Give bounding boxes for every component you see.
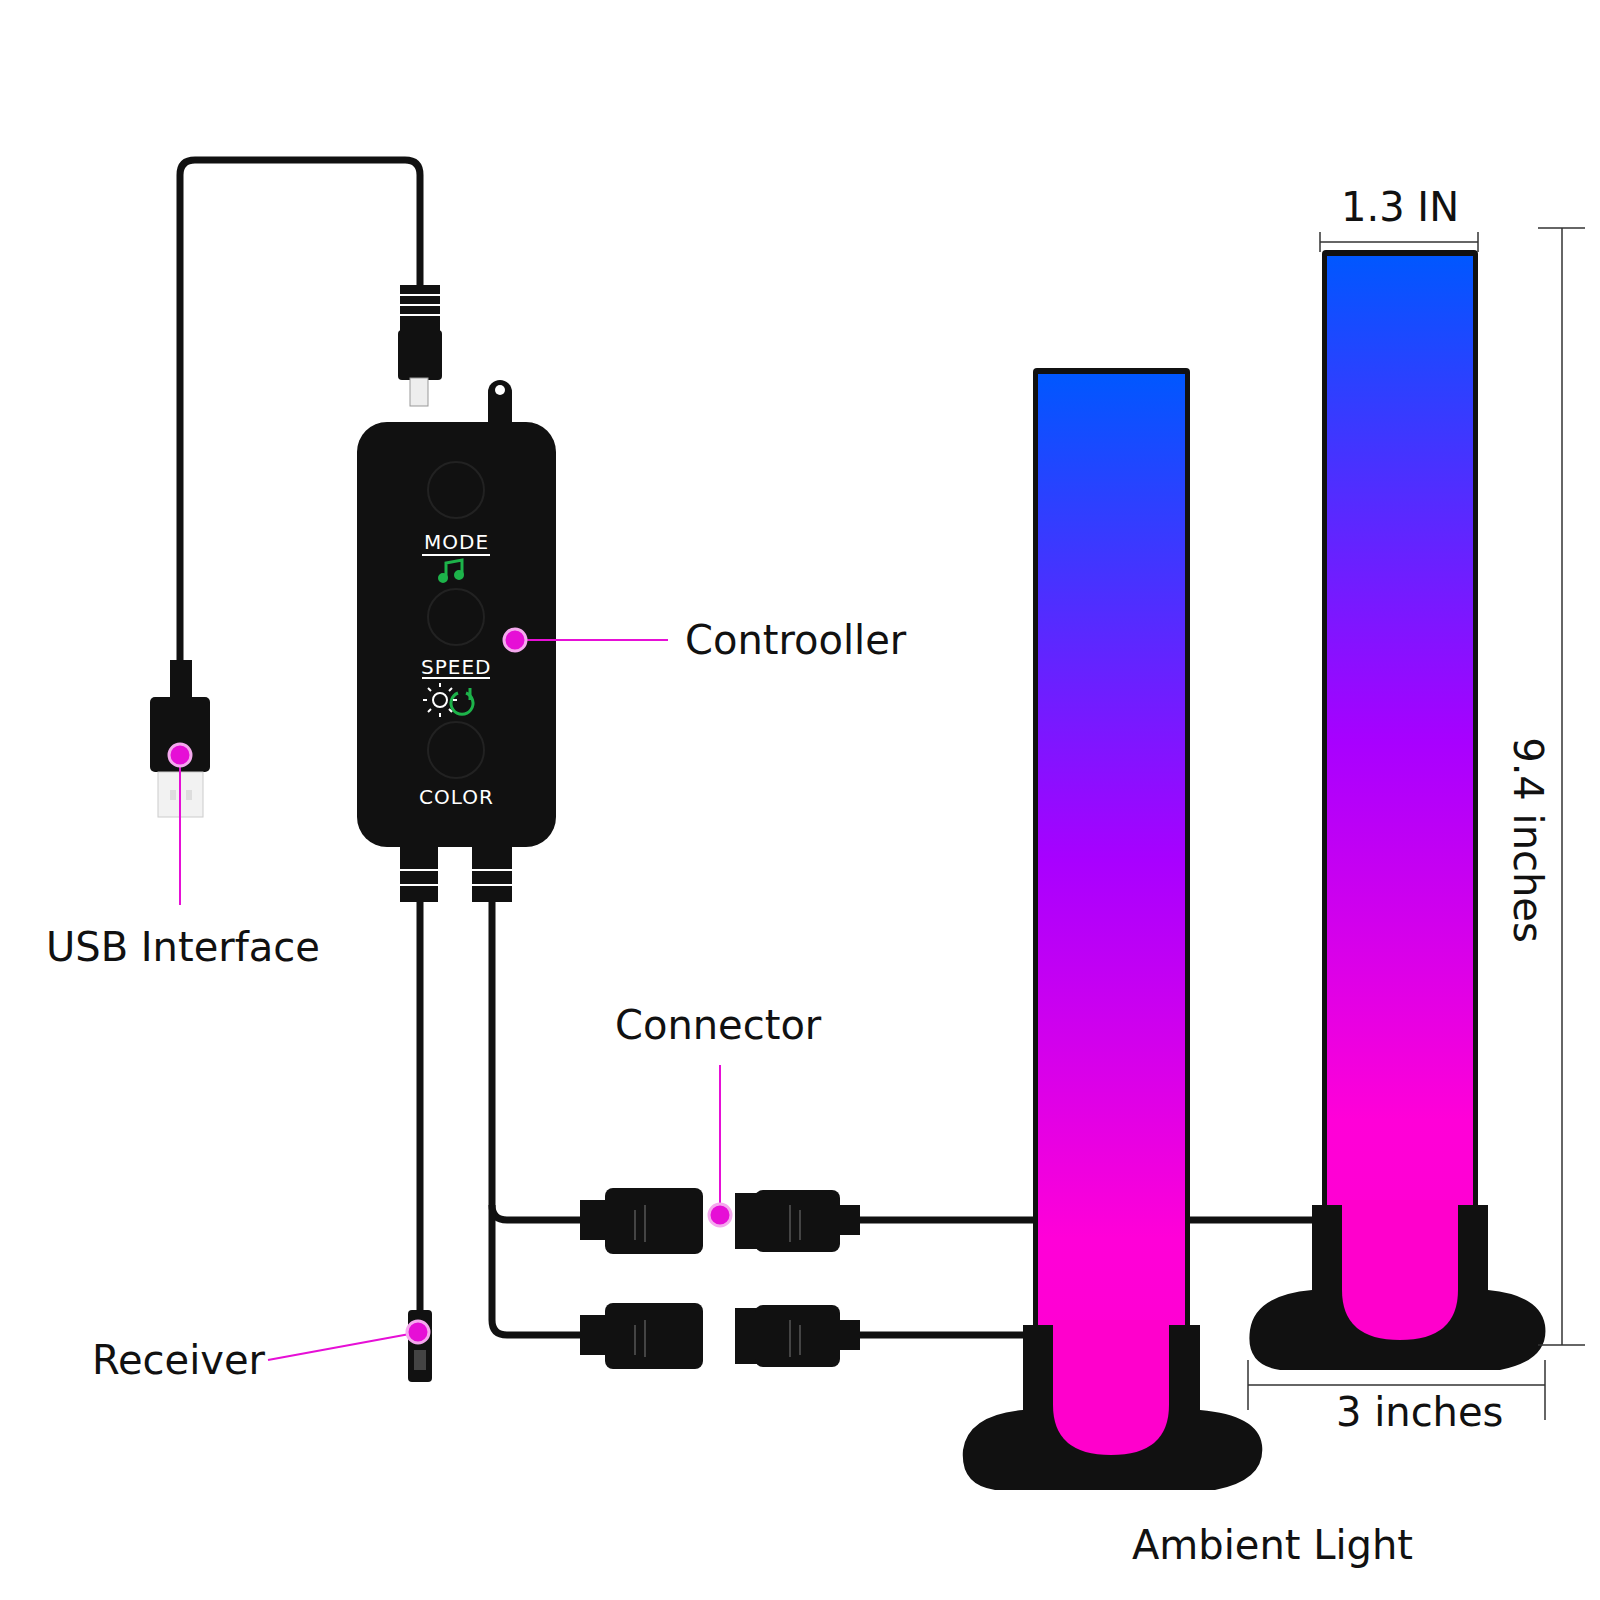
controller-box: MODE SPEED COLOR — [357, 422, 556, 847]
button-label: SPEED — [421, 657, 491, 677]
callout-label: Connector — [615, 1005, 821, 1045]
callout-label: Ambient Light — [1132, 1525, 1413, 1565]
button-label: COLOR — [419, 787, 494, 807]
button-label: MODE — [424, 532, 489, 552]
callout-label: Receiver — [92, 1340, 265, 1380]
dimension-label: 9.4 inches — [1508, 737, 1548, 943]
callout-label: 3 inches — [1336, 1392, 1503, 1432]
callout-label: 1.3 IN — [1341, 187, 1459, 227]
callout-label: USB Interface — [46, 927, 320, 967]
callout-label: Controoller — [685, 620, 906, 660]
